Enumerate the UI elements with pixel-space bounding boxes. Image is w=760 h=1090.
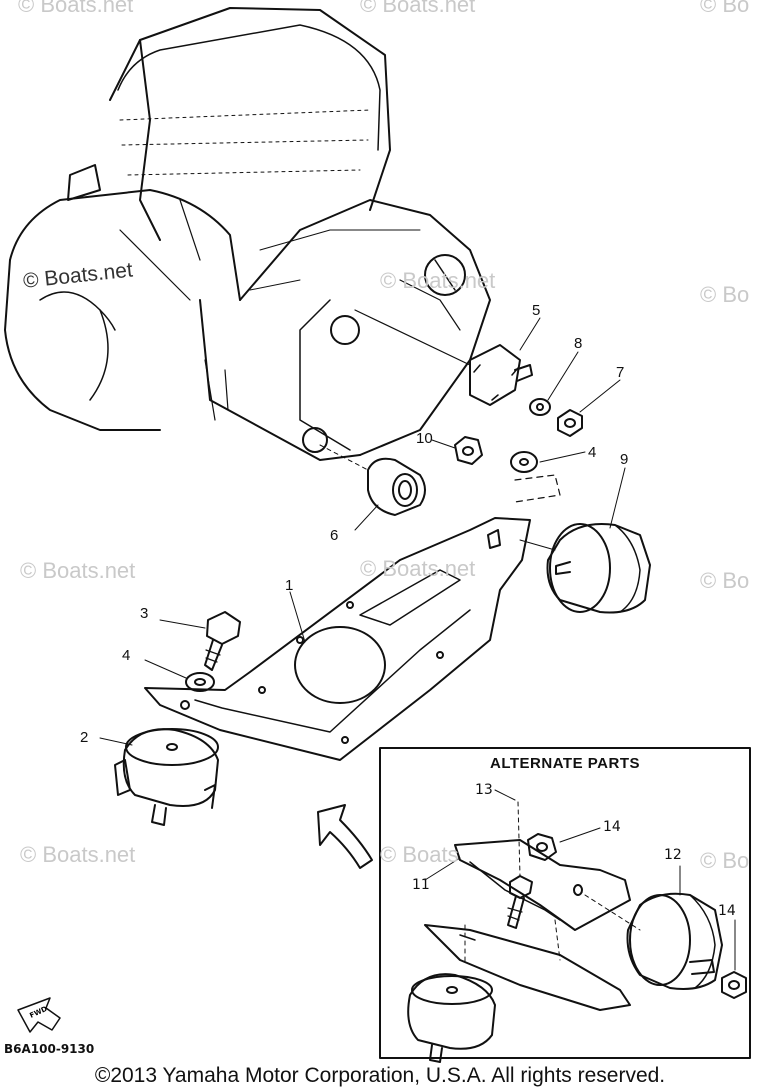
alternate-parts-title: ALTERNATE PARTS <box>490 755 640 772</box>
callout-8: 8 <box>574 335 583 352</box>
callout-10: 10 <box>416 430 433 447</box>
part-2-mount <box>99 728 219 826</box>
alternate-parts-box <box>379 747 751 1063</box>
callout-1: 1 <box>285 577 294 594</box>
part-4-washer-lower <box>144 659 215 692</box>
part-7-nut <box>557 379 621 437</box>
callout-2: 2 <box>80 729 89 746</box>
callout-7: 7 <box>616 364 625 381</box>
part-10-nut <box>431 436 483 465</box>
direction-arrow <box>317 804 373 869</box>
part-5-adjuster <box>469 317 541 406</box>
engine-block <box>4 7 491 461</box>
part-8-washer <box>529 351 579 416</box>
callout-14-lower: 14 <box>718 903 736 919</box>
callout-9: 9 <box>620 451 629 468</box>
fwd-label: FWD <box>28 1005 48 1020</box>
figure-code: B6A100-9130 <box>4 1042 95 1056</box>
callout-11: 11 <box>412 877 430 893</box>
callout-3: 3 <box>140 605 149 622</box>
callout-5: 5 <box>532 302 541 319</box>
callout-14-upper: 14 <box>603 819 621 835</box>
callout-4-upper: 4 <box>588 444 597 461</box>
copyright-notice: ©2013 Yamaha Motor Corporation, U.S.A. A… <box>94 1064 666 1087</box>
part-9-mount <box>519 467 651 614</box>
part-4-washer-upper <box>510 451 586 503</box>
fwd-arrow-icon <box>17 997 61 1033</box>
callout-12: 12 <box>664 847 682 863</box>
part-1-bracket <box>144 517 531 761</box>
callout-4-lower: 4 <box>122 647 131 664</box>
callout-13: 13 <box>475 782 493 798</box>
callout-6: 6 <box>330 527 339 544</box>
part-6-bushing <box>319 444 426 531</box>
part-3-bolt <box>159 611 241 671</box>
